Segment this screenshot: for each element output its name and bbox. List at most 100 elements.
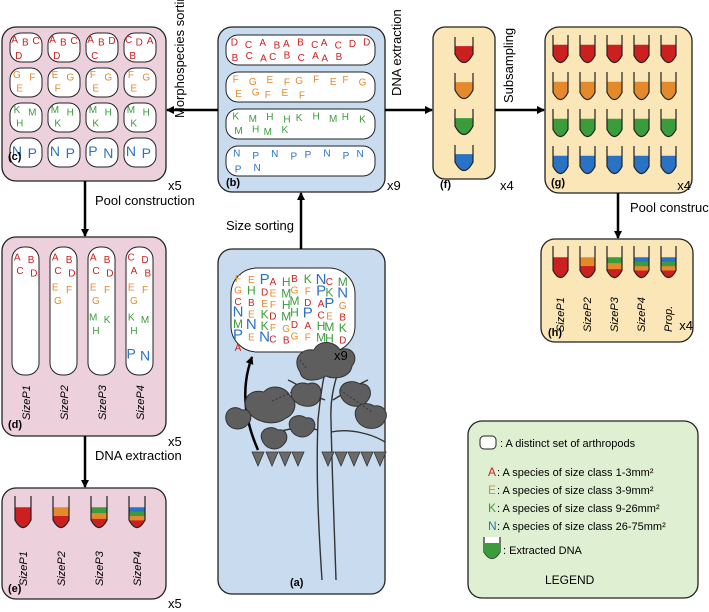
species-letter: B <box>66 255 73 266</box>
species-letter: C <box>70 36 77 47</box>
species-letter: A <box>49 35 56 46</box>
species-letter: H <box>266 112 273 123</box>
legend-text-orange: : A species of size class 3-9mm² <box>497 485 654 497</box>
species-letter: N <box>254 163 261 174</box>
species-letter: C <box>92 266 99 277</box>
species-letter: G <box>291 332 299 343</box>
panel-f-letter: (f) <box>440 179 451 191</box>
species-letter: N <box>271 149 278 160</box>
species-letter: G <box>291 286 299 297</box>
species-letter: B <box>104 255 111 266</box>
extracted-dna-tube <box>454 37 474 64</box>
size-pool-column <box>87 246 116 376</box>
species-letter: A <box>270 277 277 288</box>
tree-canopy <box>296 342 356 381</box>
species-letter: A <box>131 266 138 277</box>
subsample-tube <box>552 35 569 64</box>
species-letter: G <box>234 286 242 297</box>
species-letter: A <box>52 252 59 263</box>
species-letter: K <box>130 118 137 129</box>
legend-set-box <box>479 435 497 450</box>
species-letter: K <box>281 125 288 136</box>
size-pool-label: SizeP2 <box>59 385 71 420</box>
species-letter: E <box>92 83 99 94</box>
trap-funnel-icon <box>334 451 348 468</box>
morphospecies-cell <box>85 32 119 63</box>
label-subsampling: Subsampling <box>501 28 516 103</box>
subsample-tube <box>606 72 623 101</box>
species-letter: D <box>15 51 22 62</box>
species-letter: K <box>261 308 269 322</box>
species-letter: F <box>142 285 148 296</box>
pool-tube-label: SizeP3 <box>609 296 621 332</box>
trap-funnel-icon <box>373 451 387 468</box>
species-letter: P <box>305 150 312 161</box>
species-letter: B <box>297 37 304 48</box>
species-letter: K <box>128 312 135 323</box>
trap-funnel-icon <box>360 451 374 468</box>
species-letter: P <box>126 345 135 361</box>
legend-title: LEGEND <box>545 573 595 587</box>
size-pool-column <box>49 246 78 376</box>
extracted-dna-tube <box>454 109 474 136</box>
species-letter: N <box>103 145 113 161</box>
species-letter: D <box>269 312 276 323</box>
species-letter: C <box>298 53 305 64</box>
species-letter: D <box>339 336 346 347</box>
species-letter: K <box>296 113 303 124</box>
species-letter: F <box>235 274 241 285</box>
species-letter: E <box>52 70 59 81</box>
subsample-tube <box>579 109 596 138</box>
species-letter: M <box>234 126 242 137</box>
species-letter: B <box>129 51 136 62</box>
species-letter: M <box>28 108 36 119</box>
species-letter: H <box>282 275 291 289</box>
size-pool-label: SizeP3 <box>97 384 109 420</box>
species-letter: M <box>338 275 348 289</box>
trap-funnel-icon <box>278 451 292 468</box>
species-letter: C <box>16 266 23 277</box>
species-letter: N <box>50 143 60 159</box>
panel-h-letter: (h) <box>548 327 562 339</box>
species-letter: E <box>326 312 333 323</box>
species-letter: H <box>247 284 256 298</box>
legend-set-text: : A distinct set of arthropods <box>500 438 636 450</box>
species-letter: N <box>337 285 348 302</box>
species-letter: D <box>141 255 148 266</box>
species-letter: E <box>281 88 288 99</box>
species-letter: F <box>104 285 110 296</box>
species-group-box <box>225 71 376 103</box>
species-letter: M <box>324 320 334 334</box>
species-letter: M <box>89 312 97 323</box>
species-letter: H <box>325 332 334 346</box>
legend-letter-green: K <box>488 501 496 515</box>
species-letter: H <box>143 108 150 119</box>
species-letter: F <box>265 90 271 101</box>
species-letter: M <box>290 294 300 308</box>
species-letter: M <box>141 315 149 326</box>
panel-e-mult: x5 <box>168 596 182 611</box>
species-letter: F <box>29 73 35 84</box>
species-letter: G <box>249 77 257 88</box>
pool-tube <box>14 496 32 529</box>
species-letter: F <box>342 75 348 86</box>
pool-tube <box>52 496 70 529</box>
extracted-dna-tube <box>454 73 474 100</box>
species-letter: N <box>126 143 136 159</box>
species-letter: K <box>92 118 99 129</box>
species-letter: E <box>330 77 337 88</box>
panel-e <box>1 487 167 600</box>
morphospecies-cell <box>9 32 43 63</box>
species-letter: H <box>105 108 112 119</box>
species-letter: P <box>316 283 326 300</box>
species-letter: F <box>55 83 61 94</box>
species-letter: E <box>90 282 97 293</box>
species-letter: B <box>291 274 298 285</box>
species-letter: M <box>329 114 337 125</box>
species-letter: B <box>145 269 152 280</box>
species-letter: N <box>140 348 150 364</box>
species-letter: D <box>108 36 115 47</box>
tree-canopy <box>288 415 316 438</box>
pool-tube-label: SizeP4 <box>132 551 144 586</box>
